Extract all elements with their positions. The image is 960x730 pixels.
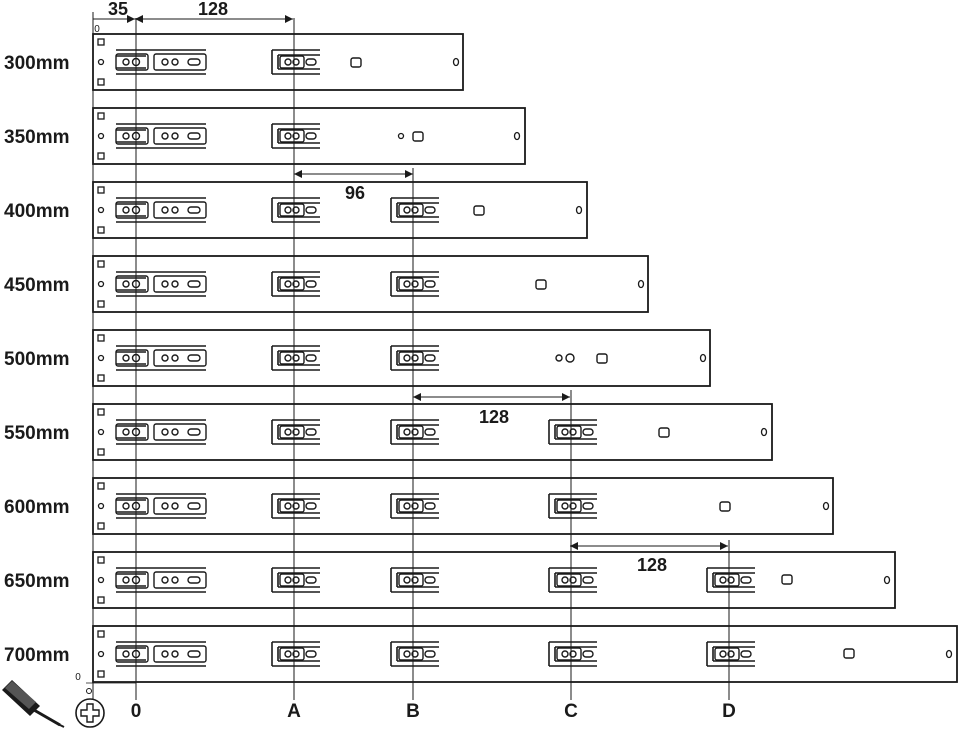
dim-96: 96 [345, 183, 365, 203]
slot-cutout [271, 567, 320, 593]
drawer-rail: 600mm [4, 477, 834, 535]
end-hole [945, 649, 953, 659]
rail-length-label: 400mm [4, 201, 70, 222]
slot-cutout [271, 419, 320, 445]
arrow-head [285, 15, 293, 23]
dim-128-c-d: 128 [637, 555, 667, 575]
slot-cutout [271, 493, 320, 519]
rail-length-label: 600mm [4, 497, 70, 518]
rail-length-label: 300mm [4, 53, 70, 74]
dim-128-b-c: 128 [479, 407, 509, 427]
slot-cutout [115, 493, 207, 519]
slot-cutout [271, 641, 320, 667]
end-hole [699, 353, 707, 363]
drawer-rail: 350mm [4, 107, 526, 165]
locating-hole [658, 427, 670, 438]
rail-length-label: 350mm [4, 127, 70, 148]
end-hole [637, 279, 645, 289]
position-label-0: 0 [131, 701, 142, 722]
slot-cutout [390, 419, 439, 445]
slot-cutout [271, 197, 320, 223]
arrow-head [127, 15, 135, 23]
arrow-head [405, 170, 413, 178]
locating-hole [719, 501, 731, 512]
slot-cutout [706, 567, 755, 593]
arrow-head [720, 542, 728, 550]
drawer-rail: 450mm [4, 255, 649, 313]
position-label-b: B [406, 701, 420, 722]
slot-cutout [390, 641, 439, 667]
rail-group: 300mm 350mm 400mm 450mm 500mm 550mm 600mm 650mm… [4, 33, 958, 683]
slot-cutout [548, 419, 597, 445]
locating-hole [596, 353, 608, 364]
arrow-head [135, 15, 143, 23]
slot-cutout [115, 345, 207, 371]
screwdriver-icon [2, 680, 65, 728]
rail-length-label: 650mm [4, 571, 70, 592]
slot-cutout [271, 49, 320, 75]
reference-lines [86, 18, 730, 705]
dimension-callouts: 35 128 96 128 128 [92, 0, 728, 575]
drawer-rail: 550mm [4, 403, 773, 461]
locating-hole [781, 574, 793, 585]
locating-hole [535, 279, 547, 290]
slot-cutout [548, 641, 597, 667]
position-label-c: C [564, 701, 578, 722]
origin-mark-top: 0 [94, 24, 100, 35]
locating-hole [843, 648, 855, 659]
slot-cutout [115, 641, 207, 667]
dim-128-top: 128 [198, 0, 228, 19]
locating-hole [350, 57, 362, 68]
phillips-screw-icon [75, 698, 105, 728]
slot-cutout [390, 567, 439, 593]
arrow-head [294, 170, 302, 178]
arrow-head [562, 393, 570, 401]
slot-cutout [390, 493, 439, 519]
dim-35: 35 [108, 0, 128, 19]
slot-cutout [115, 567, 207, 593]
position-label-a: A [287, 701, 301, 722]
end-hole [513, 131, 521, 141]
locating-hole [473, 205, 485, 216]
end-hole [452, 57, 460, 67]
slot-cutout [390, 271, 439, 297]
rail-length-label: 550mm [4, 423, 70, 444]
position-label-d: D [722, 701, 736, 722]
drawer-rail: 400mm [4, 181, 588, 239]
slot-cutout [548, 493, 597, 519]
drawer-rail: 300mm [4, 33, 464, 91]
slot-cutout [271, 271, 320, 297]
drawer-rail: 700mm [4, 625, 958, 683]
end-hole [822, 501, 830, 511]
slot-cutout [271, 345, 320, 371]
slot-cutout [548, 567, 597, 593]
end-hole [575, 205, 583, 215]
rail-length-label: 450mm [4, 275, 70, 296]
locating-hole [412, 131, 424, 142]
rail-length-label: 700mm [4, 645, 70, 666]
slot-cutout [115, 271, 207, 297]
end-hole [883, 575, 891, 585]
origin-mark-bottom: 0 [75, 672, 81, 683]
slot-cutout [271, 123, 320, 149]
arrow-head [413, 393, 421, 401]
slot-cutout [706, 641, 755, 667]
drawer-rail: 650mm [4, 551, 896, 609]
drawer-rail: 500mm [4, 329, 711, 387]
arrow-head [570, 542, 578, 550]
origin-circle [86, 688, 92, 694]
slot-cutout [390, 197, 439, 223]
end-hole [760, 427, 768, 437]
rail-length-label: 500mm [4, 349, 70, 370]
slot-cutout [115, 197, 207, 223]
slot-cutout [115, 419, 207, 445]
slot-cutout [390, 345, 439, 371]
